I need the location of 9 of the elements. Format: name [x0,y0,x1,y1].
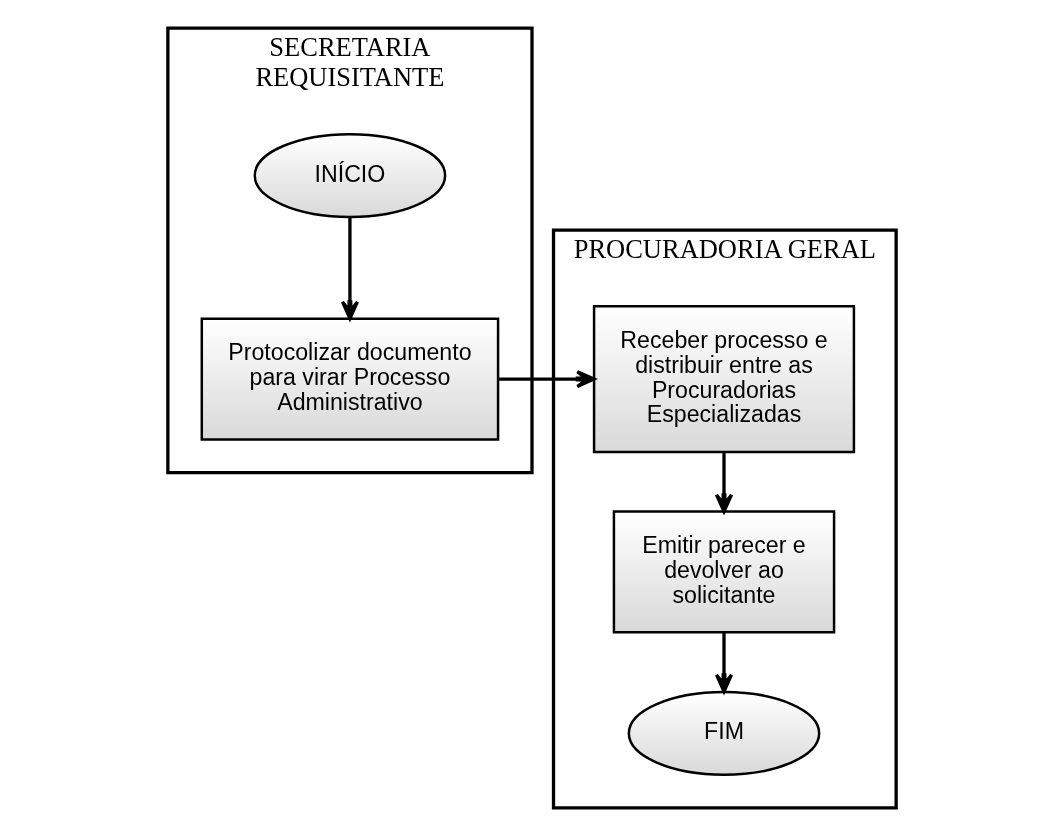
node-box: Protocolizar documento para virar Processo Administrativo [200,317,500,441]
arrow [714,452,734,514]
node-box: Emitir parecer e devolver ao solicitante [612,510,836,634]
arrow [714,632,734,694]
node-box: Receber processo e distribuir entre as Procuradorias Especializadas [592,305,856,454]
arrow [498,370,596,389]
arrow [340,217,360,321]
node-ellipse: FIM [627,690,821,776]
node-ellipse: INÍCIO [253,132,447,219]
